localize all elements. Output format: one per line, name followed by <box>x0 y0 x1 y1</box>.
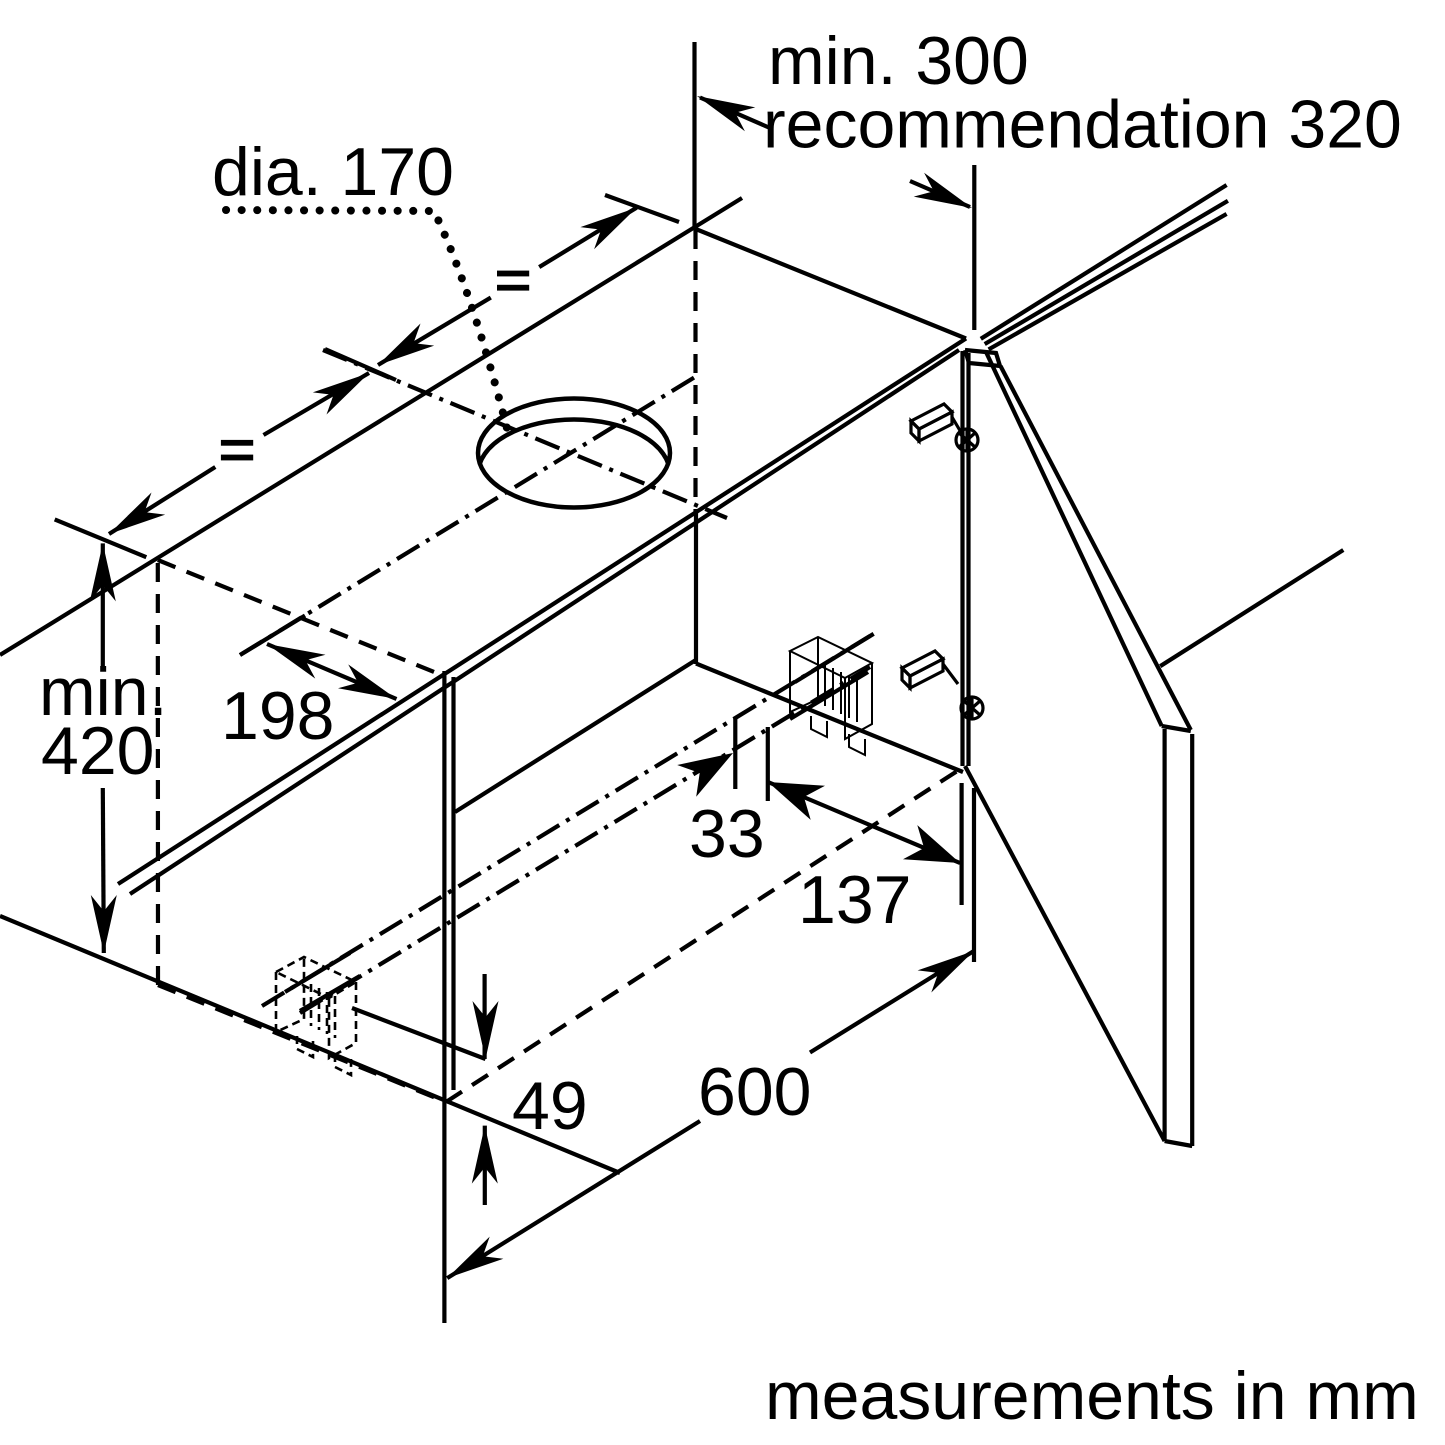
svg-text:dia. 170: dia. 170 <box>212 134 454 210</box>
svg-text:137: 137 <box>798 862 911 938</box>
svg-text:measurements in mm: measurements in mm <box>765 1358 1419 1434</box>
svg-text:420: 420 <box>41 713 154 789</box>
svg-text:600: 600 <box>698 1054 811 1130</box>
svg-text:min.: min. <box>39 654 167 730</box>
svg-text:33: 33 <box>689 796 765 872</box>
svg-text:min. 300: min. 300 <box>768 23 1029 99</box>
svg-text:198: 198 <box>221 678 334 754</box>
svg-text:49: 49 <box>512 1068 588 1144</box>
svg-text:recommendation 320: recommendation 320 <box>763 87 1402 163</box>
